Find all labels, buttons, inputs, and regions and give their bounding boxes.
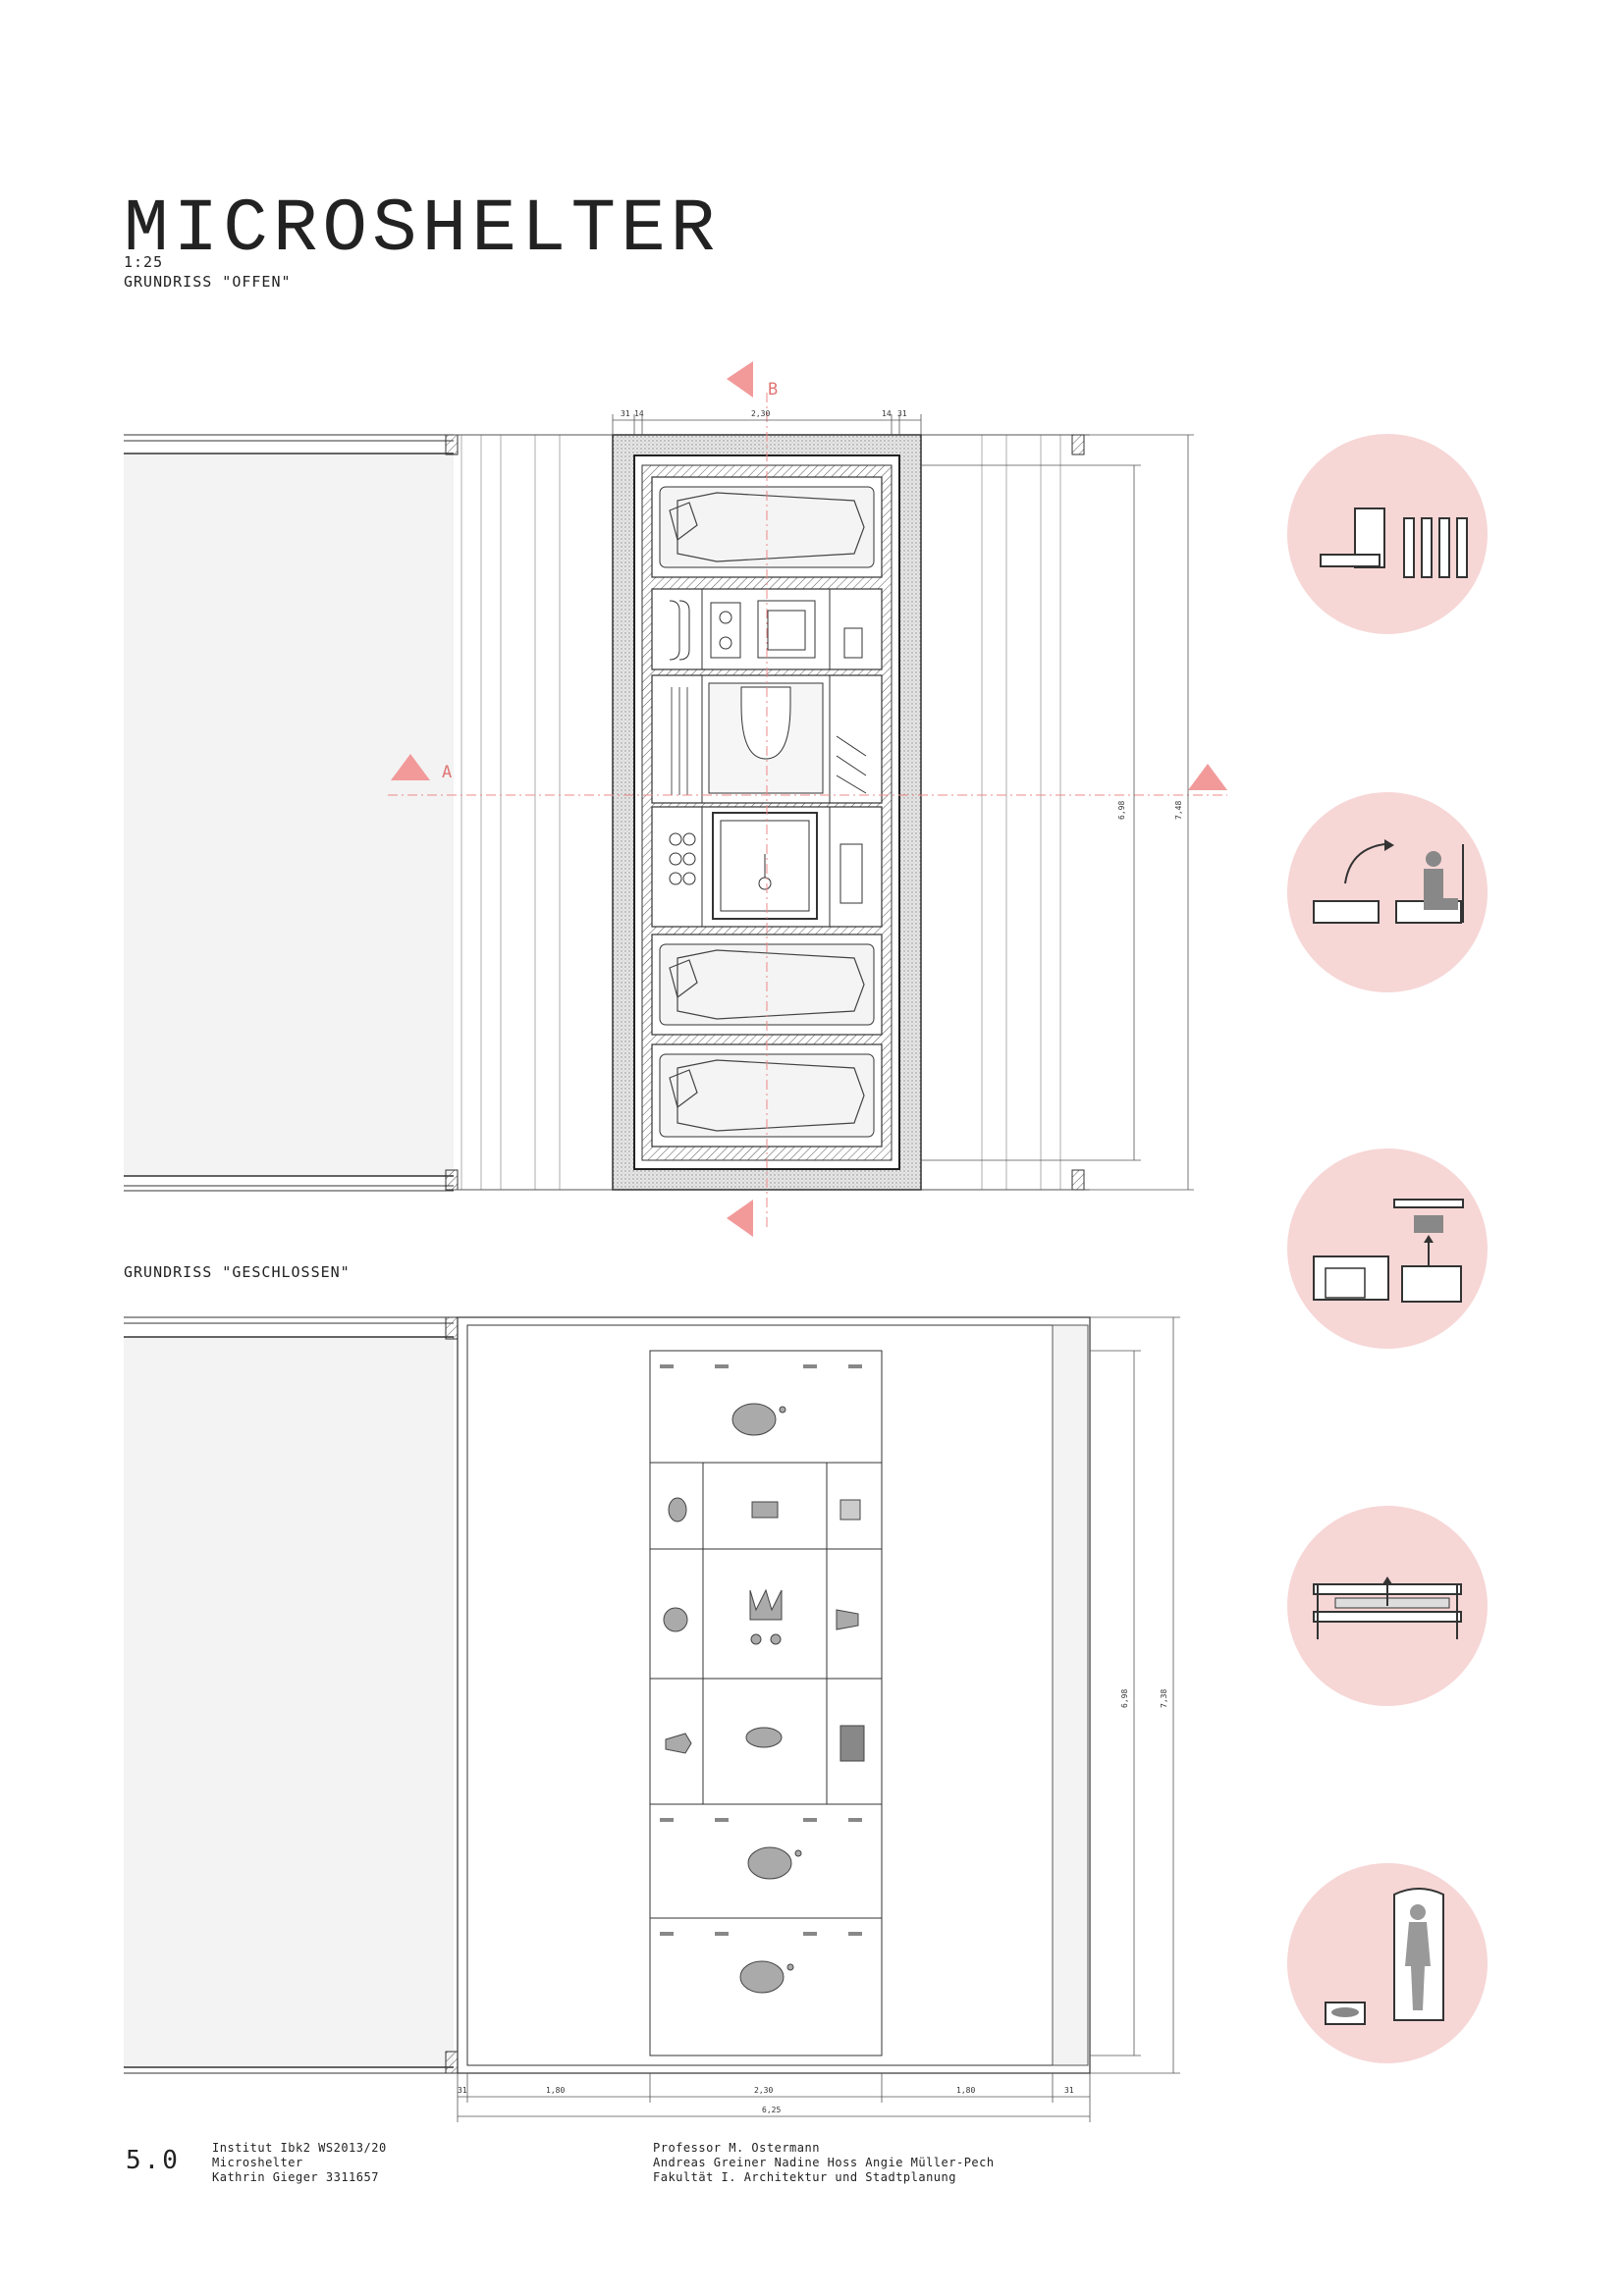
folding-seat-icon bbox=[1287, 792, 1488, 992]
dim-top-4: 14 bbox=[882, 409, 892, 418]
dim-bottom-total: 6,25 bbox=[762, 2106, 781, 2114]
footer-left-line-2: Microshelter bbox=[212, 2156, 303, 2169]
dim-bottom-4: 1,80 bbox=[956, 2086, 975, 2095]
icon-column bbox=[1287, 434, 1488, 2063]
page-number: 5.0 bbox=[126, 2146, 181, 2175]
dim-bottom-5: 31 bbox=[1064, 2086, 1074, 2095]
dim-bottom-2: 1,80 bbox=[546, 2086, 565, 2095]
section-marker-b-bottom bbox=[727, 1200, 753, 1237]
section-marker-a-left bbox=[391, 754, 430, 780]
marker-label-a: A bbox=[442, 763, 452, 782]
marker-label-b: B bbox=[768, 380, 778, 400]
dim-bottom-1: 31 bbox=[458, 2086, 467, 2095]
dim-top-2: 14 bbox=[634, 409, 644, 418]
dim-closed-right-outer: 7,38 bbox=[1160, 1689, 1168, 1708]
dim-top-5: 31 bbox=[897, 409, 907, 418]
plan-open-label: GRUNDRISS "OFFEN" bbox=[124, 273, 292, 291]
closed-core bbox=[649, 1350, 883, 2056]
scale-label: 1:25 bbox=[124, 253, 164, 271]
left-wing-closed-fill bbox=[124, 1337, 454, 2067]
footer-right-line-1: Professor M. Ostermann bbox=[653, 2141, 820, 2155]
left-wing-fill bbox=[124, 454, 454, 1176]
plan-open: A B 31 14 2,30 14 31 6,98 7,48 bbox=[124, 361, 1227, 1237]
footer-left: Institut Ibk2 WS2013/20 Microshelter Kat… bbox=[212, 2141, 387, 2185]
dim-right-inner: 6,98 bbox=[1117, 801, 1126, 820]
section-marker-b-top bbox=[727, 361, 753, 398]
bench-bed-icon bbox=[1287, 1506, 1488, 1706]
folding-panels-icon bbox=[1287, 434, 1488, 634]
dim-top-3: 2,30 bbox=[751, 409, 770, 418]
dim-top-1: 31 bbox=[621, 409, 630, 418]
page-title: MICROSHELTER bbox=[124, 187, 721, 272]
footer-right: Professor M. Ostermann Andreas Greiner N… bbox=[653, 2141, 995, 2185]
dim-right-outer: 7,48 bbox=[1174, 801, 1183, 820]
plan-closed-label: GRUNDRISS "GESCHLOSSEN" bbox=[124, 1263, 351, 1281]
plan-closed: 31 1,80 2,30 1,80 31 6,25 6,98 7,38 bbox=[124, 1316, 1180, 2122]
dim-closed-right-inner: 6,98 bbox=[1120, 1689, 1129, 1708]
standing-person-icon bbox=[1287, 1863, 1488, 2063]
footer-left-line-1: Institut Ibk2 WS2013/20 bbox=[212, 2141, 387, 2155]
footer-right-line-2: Andreas Greiner Nadine Hoss Angie Müller… bbox=[653, 2156, 995, 2169]
dim-bottom-3: 2,30 bbox=[754, 2086, 773, 2095]
footer-left-line-3: Kathrin Gieger 3311657 bbox=[212, 2170, 379, 2184]
lift-stove-icon bbox=[1287, 1148, 1488, 1349]
section-marker-a-right bbox=[1188, 764, 1227, 790]
footer-right-line-3: Fakultät I. Architektur und Stadtplanung bbox=[653, 2170, 956, 2184]
